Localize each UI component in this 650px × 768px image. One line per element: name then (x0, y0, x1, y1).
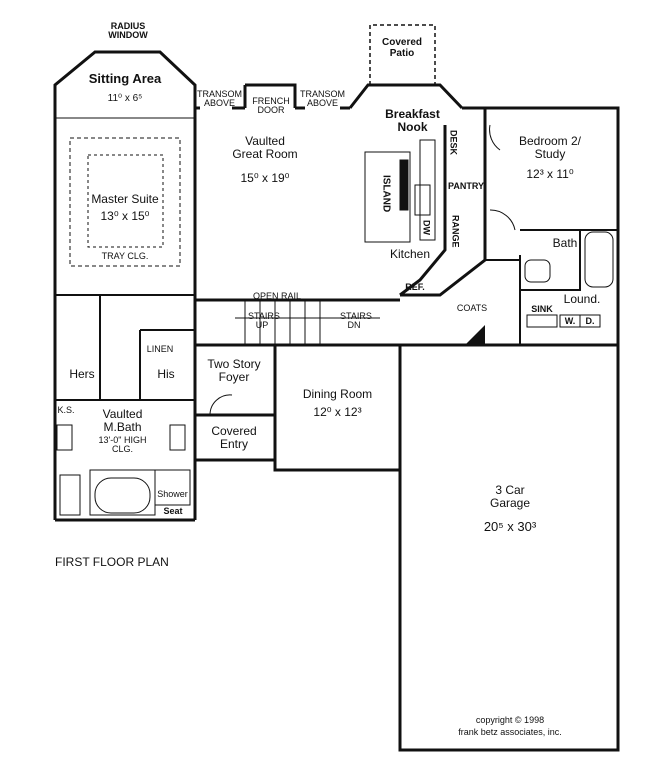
hers-closet-label: Hers (69, 367, 95, 381)
copyright-line-2: frank betz associates, inc. (458, 727, 562, 737)
great-room-north-wall (195, 83, 350, 110)
kitchen-east-wall (399, 125, 447, 297)
coats-label: COATS (456, 303, 488, 313)
island-counter (364, 151, 411, 243)
bedroom2-north-wall (462, 106, 620, 310)
garage-wall (398, 343, 620, 752)
covered-entry-wall (195, 413, 275, 462)
covered-entry-label: Covered Entry (211, 424, 257, 451)
shower (154, 469, 191, 506)
refrigerator-label: REF. (405, 282, 425, 292)
dining-room-wall (273, 343, 400, 472)
open-rail-label: OPEN RAIL (252, 291, 301, 301)
breakfast-nook-label: Breakfast Nook (385, 107, 440, 134)
stairs-down-label: STAIRS DN (340, 311, 372, 331)
breakfast-bay-wall (348, 83, 464, 110)
great-room-label: Vaulted Great Room (232, 134, 298, 161)
washer-label: W. (564, 316, 576, 326)
garage-label: 3 Car Garage (489, 483, 531, 510)
stair-wall (195, 298, 400, 347)
sitting-area-label: Sitting Area (88, 71, 162, 86)
tub-mbath (94, 477, 151, 514)
great-room-dimensions: 15⁰ x 19⁰ (240, 171, 290, 185)
bedroom2-dimensions: 12³ x 11⁰ (526, 167, 574, 181)
foyer-door-swing (209, 394, 233, 416)
bath-label: Bath (552, 236, 578, 250)
two-story-foyer-label: Two Story Foyer (207, 357, 261, 384)
vaulted-mbath-label: Vaulted M.Bath (102, 407, 143, 434)
master-suite-dimensions: 13⁰ x 15⁰ (100, 209, 150, 223)
tray-ceiling-label: TRAY CLG. (101, 251, 149, 261)
radius-window-label: RADIUS WINDOW (108, 21, 148, 41)
his-closet-label: His (157, 367, 175, 381)
desk-label: DESK (448, 130, 459, 156)
mbath-ceiling-note: 13'-0" HIGH CLG. (98, 435, 147, 455)
range-label: RANGE (450, 215, 461, 248)
stairs-up-label: STAIRS UP (248, 311, 280, 331)
french-door-label: FRENCH DOOR (252, 96, 290, 116)
sitting-area-bay-wall (53, 50, 197, 118)
patio-outline (369, 24, 436, 85)
ks-label: K.S. (57, 405, 75, 415)
linen-label: LINEN (146, 344, 174, 354)
island-label: ISLAND (380, 175, 392, 213)
plan-title: FIRST FLOOR PLAN (55, 555, 169, 569)
laundry-label: Lound. (563, 292, 601, 306)
transom-above-right: TRANSOM ABOVE (300, 89, 345, 109)
bedroom2-label: Bedroom 2/ Study (518, 134, 582, 161)
pantry-label: PANTRY (448, 181, 484, 191)
dryer-label: D. (585, 316, 595, 326)
dining-room-dimensions: 12⁰ x 12³ (313, 405, 362, 419)
dishwasher-label: DW (421, 220, 432, 235)
copyright-line-1: copyright © 1998 (475, 715, 545, 725)
seat-label: Seat (163, 506, 183, 516)
sitting-area-dimensions: 11⁰ x 6⁵ (107, 93, 143, 104)
shower-label: Shower (157, 489, 188, 499)
covered-patio-label: Covered Patio (381, 37, 422, 59)
master-suite-label: Master Suite (91, 192, 159, 206)
garage-dimensions: 20⁵ x 30³ (483, 519, 537, 534)
sink-label: SINK (531, 304, 553, 314)
transom-above-left: TRANSOM ABOVE (197, 89, 242, 109)
kitchen-label: Kitchen (389, 247, 431, 261)
dining-room-label: Dining Room (302, 387, 373, 401)
